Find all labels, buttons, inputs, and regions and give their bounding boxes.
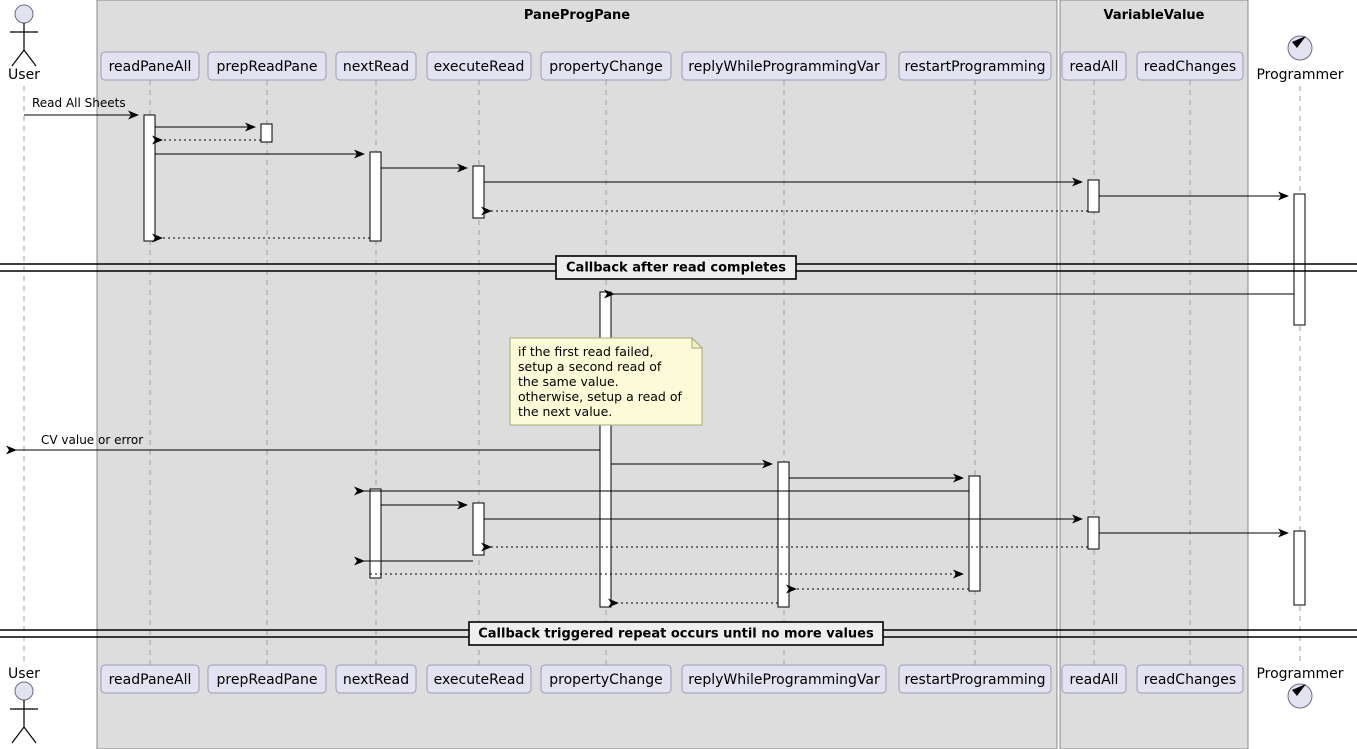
actor-programmer-bottom[interactable]: Programmer [1256, 666, 1344, 709]
participant-label: propertyChange [549, 59, 663, 75]
participant-replywhileprogrammingvar-top[interactable]: replyWhileProgrammingVar [681, 51, 887, 81]
participant-label: replyWhileProgrammingVar [688, 59, 880, 75]
divider-2-label: Callback triggered repeat occurs until n… [478, 627, 874, 642]
note-line-1: if the first read failed, [518, 344, 653, 359]
message-label-cv-value-or-error: CV value or error [41, 433, 143, 447]
participant-label: readChanges [1144, 672, 1236, 688]
actor-head-icon [14, 681, 34, 701]
control-arrow-icon [1292, 36, 1306, 48]
participant-restartprogramming-top[interactable]: restartProgramming [898, 51, 1052, 81]
participant-propertychange-bottom[interactable]: propertyChange [540, 664, 672, 694]
participant-label: executeRead [434, 59, 525, 75]
note-line-5: the next value. [518, 404, 612, 419]
participant-readall-top[interactable]: readAll [1061, 51, 1127, 81]
participant-nextread-bottom[interactable]: nextRead [335, 664, 417, 694]
actor-user-top[interactable]: User [8, 4, 40, 83]
participant-readall-bottom[interactable]: readAll [1061, 664, 1127, 694]
note-line-3: the same value. [518, 374, 619, 389]
participant-replywhileprogrammingvar-bottom[interactable]: replyWhileProgrammingVar [681, 664, 887, 694]
participant-label: nextRead [343, 672, 409, 688]
participant-label: readAll [1070, 59, 1119, 75]
participant-label: prepReadPane [217, 59, 318, 75]
group-box-variablevalue [1059, 0, 1249, 749]
note-read-retry-logic: if the first read failed, setup a second… [509, 336, 704, 426]
participant-readchanges-bottom[interactable]: readChanges [1136, 664, 1244, 694]
activation-bars [143, 114, 1306, 608]
message-label-read-all-sheets: Read All Sheets [32, 96, 126, 110]
participant-executeread-bottom[interactable]: executeRead [426, 664, 532, 694]
participant-label: restartProgramming [904, 59, 1045, 75]
actor-head-icon [14, 4, 34, 24]
participant-nextread-top[interactable]: nextRead [335, 51, 417, 81]
participant-label: nextRead [343, 59, 409, 75]
participant-restartprogramming-bottom[interactable]: restartProgramming [898, 664, 1052, 694]
actor-user-label-top: User [8, 67, 40, 83]
participant-prepreadpane-bottom[interactable]: prepReadPane [207, 664, 327, 694]
actor-programmer-label-bottom: Programmer [1256, 666, 1343, 682]
participant-label: readChanges [1144, 59, 1236, 75]
participant-executeread-top[interactable]: executeRead [426, 51, 532, 81]
participant-label: executeRead [434, 672, 525, 688]
group-title-paneprogpane: PaneProgPane [524, 8, 630, 23]
participant-label: restartProgramming [904, 672, 1045, 688]
participant-propertychange-top[interactable]: propertyChange [540, 51, 672, 81]
participant-label: propertyChange [549, 672, 663, 688]
participant-label: readAll [1070, 672, 1119, 688]
note-line-4: otherwise, setup a read of [518, 389, 682, 404]
control-arrow-icon [1292, 684, 1306, 696]
participant-label: readPaneAll [109, 59, 192, 75]
participant-prepreadpane-top[interactable]: prepReadPane [207, 51, 327, 81]
note-line-2: setup a second read of [518, 359, 662, 374]
messages-section-2 [5, 445, 1289, 608]
actor-user-bottom[interactable]: User [8, 666, 40, 744]
participant-readpaneall-bottom[interactable]: readPaneAll [100, 664, 200, 694]
participant-label: readPaneAll [109, 672, 192, 688]
actor-user-label-bottom: User [8, 666, 40, 682]
messages-section-1 [24, 110, 1289, 243]
divider-callback-after-read-completes: Callback after read completes [0, 255, 1357, 280]
actor-programmer-label-top: Programmer [1256, 67, 1343, 83]
participant-readpaneall-top[interactable]: readPaneAll [100, 51, 200, 81]
participant-readchanges-top[interactable]: readChanges [1136, 51, 1244, 81]
divider-callback-triggered-repeat: Callback triggered repeat occurs until n… [0, 621, 1357, 646]
actor-programmer-top[interactable]: Programmer [1256, 35, 1344, 83]
group-title-variablevalue: VariableValue [1104, 8, 1205, 23]
participant-label: replyWhileProgrammingVar [688, 672, 880, 688]
divider-1-label: Callback after read completes [566, 261, 786, 276]
participant-label: prepReadPane [217, 672, 318, 688]
